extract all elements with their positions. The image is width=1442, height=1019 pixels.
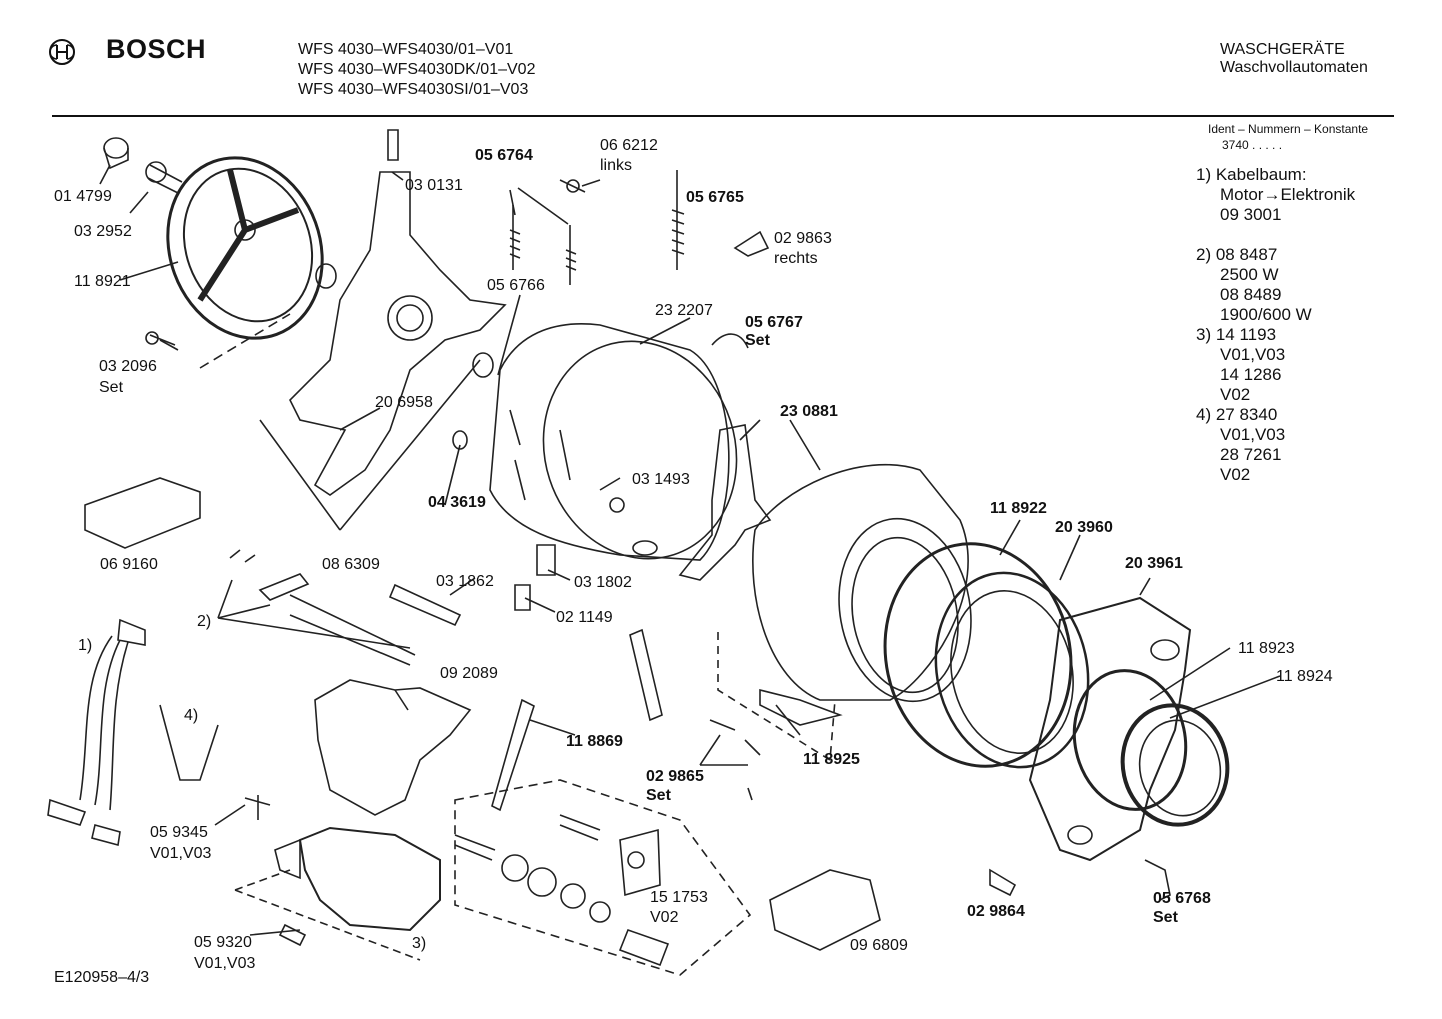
part-label: 02 9864 (967, 903, 1025, 920)
part-label: 3) (412, 935, 427, 952)
part-label: 4) (184, 707, 199, 724)
part-label: 02 9865 (646, 768, 704, 785)
brand-name: BOSCH (106, 34, 207, 64)
ident-value: 3740 . . . . . (1222, 138, 1283, 152)
part-label: 08 6309 (322, 556, 380, 573)
part-label: 11 8924 (1276, 668, 1333, 685)
drawing-number: E120958–4/3 (54, 969, 150, 986)
note-line: 2) 08 8487 (1196, 245, 1278, 264)
note-line: 2500 W (1220, 265, 1279, 284)
ident-label: Ident – Nummern – Konstante (1208, 122, 1369, 136)
note-line: 08 8489 (1220, 285, 1282, 304)
part-label: 11 8869 (566, 733, 623, 750)
note-line: V01,V03 (1220, 425, 1286, 444)
note-line: 1) Kabelbaum: (1196, 165, 1307, 184)
part-label: V02 (650, 909, 679, 926)
notes-list: 1) Kabelbaum: Motor→Elektronik 09 3001 2… (1196, 165, 1355, 485)
part-label: 20 6958 (375, 394, 433, 411)
part-label: 01 4799 (54, 188, 112, 205)
part-label: 06 6212 (600, 137, 658, 154)
part-label: 03 1802 (574, 574, 632, 591)
model-line-2: WFS 4030–WFS4030DK/01–V02 (298, 61, 536, 78)
part-label: 06 9160 (100, 556, 158, 573)
part-label: 03 2096 (99, 358, 157, 375)
header-divider (52, 115, 1394, 117)
part-label: 20 3960 (1055, 519, 1113, 536)
note-line: Motor→Elektronik (1220, 185, 1356, 204)
part-label: Set (646, 787, 671, 804)
part-label: 09 2089 (440, 665, 498, 682)
part-label: 11 8923 (1238, 640, 1295, 657)
part-label: Set (99, 379, 124, 396)
part-label: 05 9345 (150, 824, 208, 841)
part-label: 1) (78, 637, 93, 654)
part-label: 2) (197, 613, 212, 630)
category-title: WASCHGERÄTE (1220, 41, 1345, 58)
part-label: 02 9863 (774, 230, 832, 247)
part-label: 11 8922 (990, 500, 1047, 517)
part-label: 05 6765 (686, 189, 744, 206)
part-label: 05 6767 (745, 314, 803, 331)
part-label: 20 3961 (1125, 555, 1183, 572)
part-label: 05 6766 (487, 277, 545, 294)
part-label: 05 9320 (194, 934, 252, 951)
part-label: 05 6764 (475, 147, 533, 164)
part-label: rechts (774, 250, 818, 267)
part-label: Set (1153, 909, 1178, 926)
bosch-logo-icon (49, 39, 75, 65)
part-label: V01,V03 (150, 845, 212, 862)
note-line: 28 7261 (1220, 445, 1282, 464)
part-label: 23 0881 (780, 403, 838, 420)
model-line-3: WFS 4030–WFS4030SI/01–V03 (298, 81, 529, 98)
part-label: 03 0131 (405, 177, 463, 194)
note-line: V02 (1220, 385, 1251, 404)
part-label: 11 8925 (803, 751, 860, 768)
part-label: 02 1149 (556, 609, 613, 626)
note-line: 09 3001 (1220, 205, 1282, 224)
note-line: V01,V03 (1220, 345, 1286, 364)
part-label: 04 3619 (428, 494, 486, 511)
part-label: 05 6768 (1153, 890, 1211, 907)
part-label: 03 2952 (74, 223, 132, 240)
part-label: 11 8921 (74, 273, 131, 290)
part-label: 03 1493 (632, 471, 690, 488)
part-label: 09 6809 (850, 937, 908, 954)
part-label: 23 2207 (655, 302, 713, 319)
part-label: Set (745, 332, 770, 349)
note-line: 3) 14 1193 (1196, 325, 1277, 344)
part-label: V01,V03 (194, 955, 256, 972)
note-line: V02 (1220, 465, 1251, 484)
note-line: 14 1286 (1220, 365, 1282, 384)
part-label: 03 1862 (436, 573, 494, 590)
part-label: 15 1753 (650, 889, 708, 906)
note-line: 1900/600 W (1220, 305, 1312, 324)
model-line-1: WFS 4030–WFS4030/01–V01 (298, 41, 514, 58)
note-line: 4) 27 8340 (1196, 405, 1278, 424)
subcategory-title: Waschvollautomaten (1220, 59, 1368, 76)
part-label: links (600, 157, 633, 174)
